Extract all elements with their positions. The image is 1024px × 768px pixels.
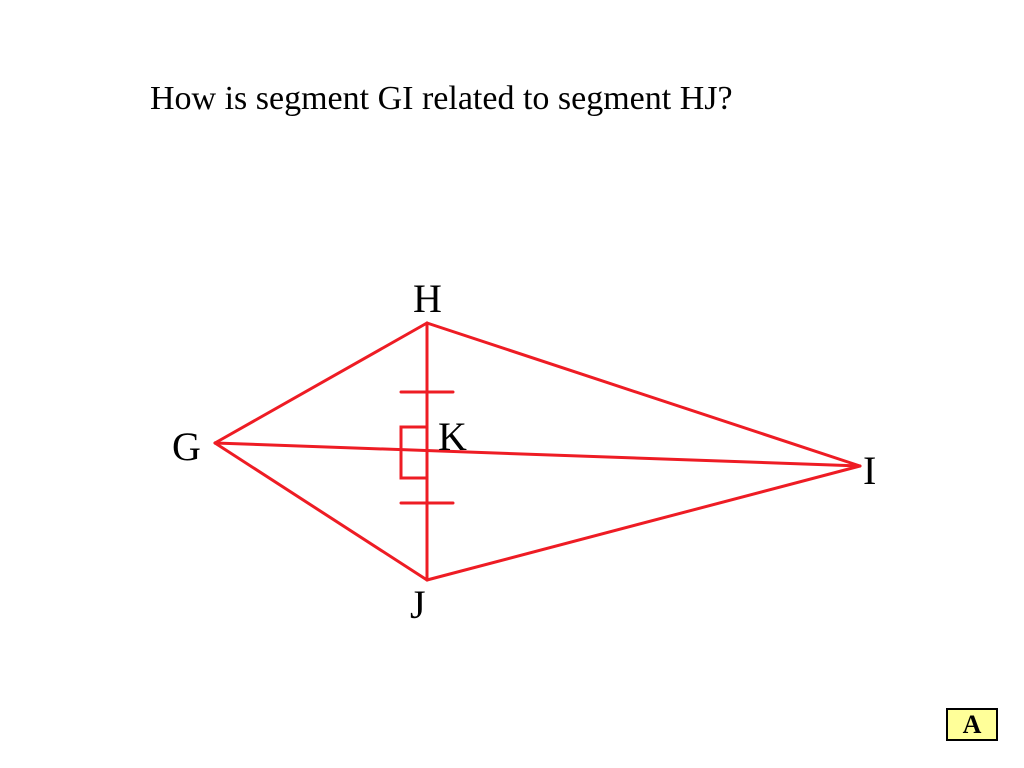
label-G: G [172, 424, 201, 469]
segment-JG [213, 441, 429, 582]
segment-IJ [425, 464, 862, 582]
segment-GI [213, 441, 862, 468]
label-H: H [413, 276, 442, 321]
label-J: J [410, 582, 426, 627]
right-angle-marker [399, 425, 429, 480]
question-text: How is segment GI related to segment HJ? [150, 80, 733, 117]
label-K: K [438, 414, 467, 459]
label-I: I [863, 448, 876, 493]
answer-button[interactable]: A [946, 708, 998, 741]
segment-HI [425, 321, 862, 468]
segment-GH [213, 321, 429, 445]
